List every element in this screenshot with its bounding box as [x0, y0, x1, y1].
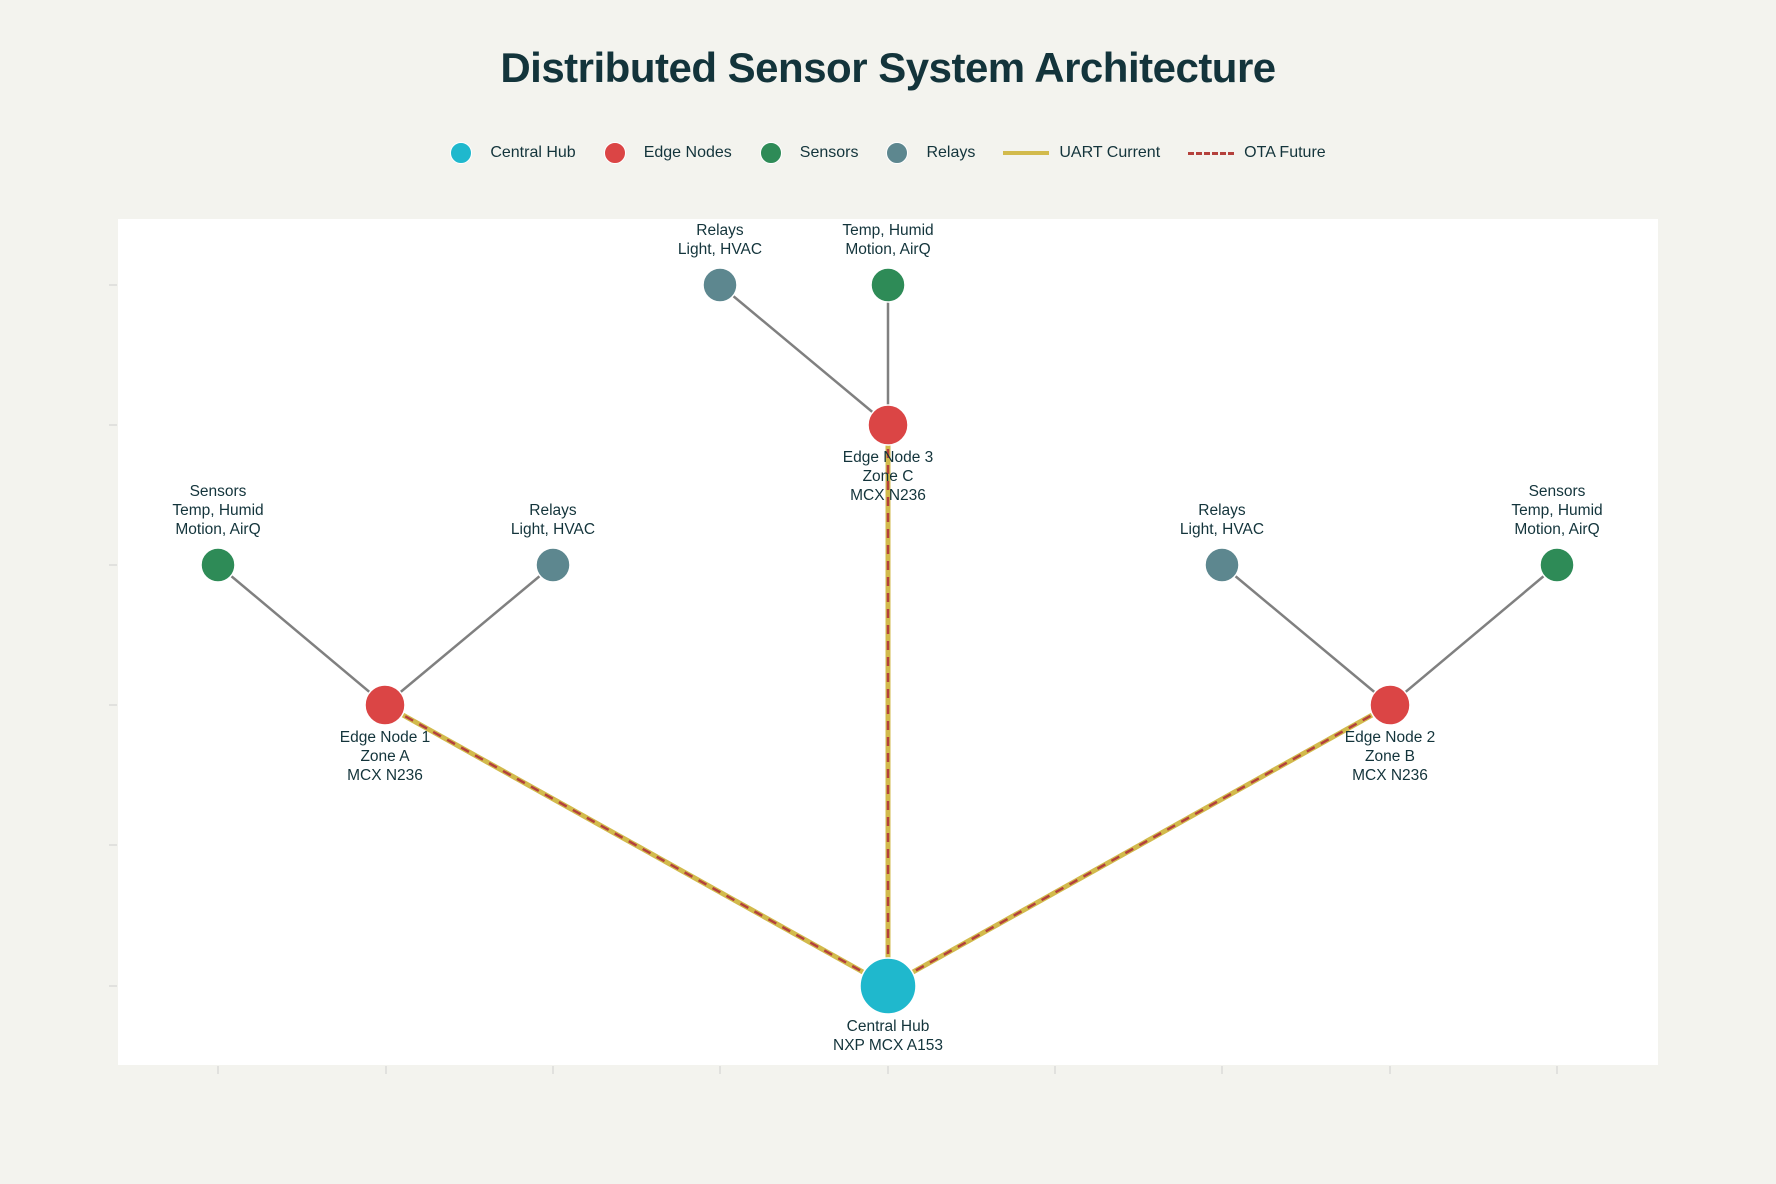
hub-node-hub	[859, 957, 917, 1015]
node-label-line: Light, HVAC	[678, 241, 762, 258]
node-label-line: MCX N236	[347, 767, 423, 784]
node-label-line: Edge Node 1	[340, 729, 431, 746]
legend-item-uart-current[interactable]: UART Current	[1003, 144, 1160, 162]
legend-label: Relays	[926, 144, 976, 161]
node-label-edge3: Edge Node 3 Zone C MCX N236	[843, 449, 934, 504]
dashed-line-icon	[1188, 151, 1235, 155]
legend-label: OTA Future	[1244, 144, 1326, 161]
node-label-edge1: Edge Node 1 Zone A MCX N236	[340, 729, 431, 784]
node-label-line: Relays	[1198, 502, 1246, 519]
circle-icon	[603, 142, 626, 164]
legend-label: Sensors	[799, 144, 859, 161]
sensor-node-s3	[870, 267, 906, 303]
node-label-line: Light, HVAC	[511, 521, 595, 538]
edge-node-edge1	[364, 684, 406, 726]
legend-item-central-hub[interactable]: Central Hub	[450, 142, 576, 164]
circle-icon	[450, 142, 473, 164]
legend: Central Hub Edge Nodes Sensors Relays UART C…	[0, 142, 1776, 164]
diagram-title: Distributed Sensor System Architecture	[500, 44, 1276, 91]
legend-label: Central Hub	[490, 144, 576, 161]
local-link-r3	[719, 284, 889, 426]
node-label-line: Zone C	[863, 468, 914, 485]
sensor-node-s1	[200, 547, 236, 583]
node-label-line: Sensors	[1529, 483, 1586, 500]
node-label-line: Motion, AirQ	[1514, 521, 1599, 538]
edge-node-edge3	[867, 404, 909, 446]
node-label-line: MCX N236	[1352, 767, 1428, 784]
node-label-line: Temp, Humid	[842, 222, 933, 239]
circle-icon	[759, 142, 782, 164]
legend-item-relays[interactable]: Relays	[886, 142, 975, 164]
node-label-line: Zone A	[360, 748, 410, 765]
node-label-line: Sensors	[190, 483, 247, 500]
node-label-line: NXP MCX A153	[833, 1037, 943, 1054]
local-link-s2	[1389, 564, 1558, 706]
legend-item-edge-nodes[interactable]: Edge Nodes	[603, 142, 732, 164]
relay-node-r2	[1204, 547, 1240, 583]
uart-link-edge2	[886, 702, 1392, 989]
node-label-line: Relays	[696, 222, 744, 239]
node-label-line: Central Hub	[847, 1018, 930, 1035]
node-label-line: Temp, Humid	[172, 502, 263, 519]
ota-link-edge1	[384, 703, 889, 988]
node-label-line: Temp, Humid	[1511, 502, 1602, 519]
local-link-r1	[384, 564, 554, 706]
node-label-edge2: Edge Node 2 Zone B MCX N236	[1345, 729, 1436, 784]
node-label-line: Edge Node 3	[843, 449, 934, 466]
legend-item-ota-future[interactable]: OTA Future	[1188, 144, 1326, 162]
circle-icon	[886, 142, 909, 164]
edge-node-edge2	[1369, 684, 1411, 726]
node-label-line: Motion, AirQ	[175, 521, 260, 538]
legend-label: UART Current	[1059, 144, 1161, 161]
node-label-line: Relays	[529, 502, 577, 519]
node-label-line: MCX N236	[850, 487, 926, 504]
local-link-r2	[1221, 564, 1391, 706]
legend-item-sensors[interactable]: Sensors	[759, 142, 859, 164]
relay-node-r1	[535, 547, 571, 583]
relay-node-r3	[702, 267, 738, 303]
local-link-s1	[217, 564, 386, 706]
node-label-line: Motion, AirQ	[845, 241, 930, 258]
legend-label: Edge Nodes	[643, 144, 732, 161]
sensor-node-s2	[1539, 547, 1575, 583]
node-label-line: Light, HVAC	[1180, 521, 1264, 538]
node-label-line: Edge Node 2	[1345, 729, 1436, 746]
node-label-line: Zone B	[1365, 748, 1415, 765]
solid-line-icon	[1003, 151, 1050, 155]
